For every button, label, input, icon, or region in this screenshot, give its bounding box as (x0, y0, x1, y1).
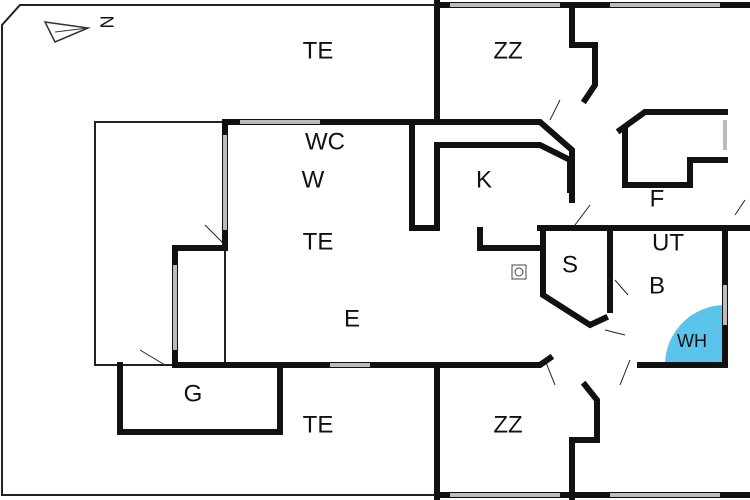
stove-ring (514, 267, 524, 277)
doors (139, 99, 746, 386)
north-arrow-icon (43, 21, 91, 43)
room-zz-top: ZZ (493, 37, 522, 64)
room-te-bottom: TE (303, 411, 334, 438)
room-ut: UT (652, 229, 684, 256)
room-te-mid: TE (303, 228, 334, 255)
compass-label: N (96, 16, 116, 29)
room-k: K (476, 166, 492, 193)
terrace-outline (1, 4, 437, 496)
stove-symbol (511, 264, 527, 280)
room-wh: WH (677, 331, 707, 351)
water-heater-area (665, 305, 725, 365)
windows (173, 3, 727, 497)
room-s: S (562, 251, 578, 278)
room-te-top: TE (303, 37, 334, 64)
room-e: E (344, 305, 360, 332)
room-zz-bottom: ZZ (493, 411, 522, 438)
room-wc: WC (305, 128, 345, 155)
room-w: W (302, 166, 325, 193)
room-g: G (184, 380, 203, 407)
room-f: F (650, 185, 665, 212)
room-b: B (649, 272, 665, 299)
terrace-inner-outline (94, 121, 226, 366)
